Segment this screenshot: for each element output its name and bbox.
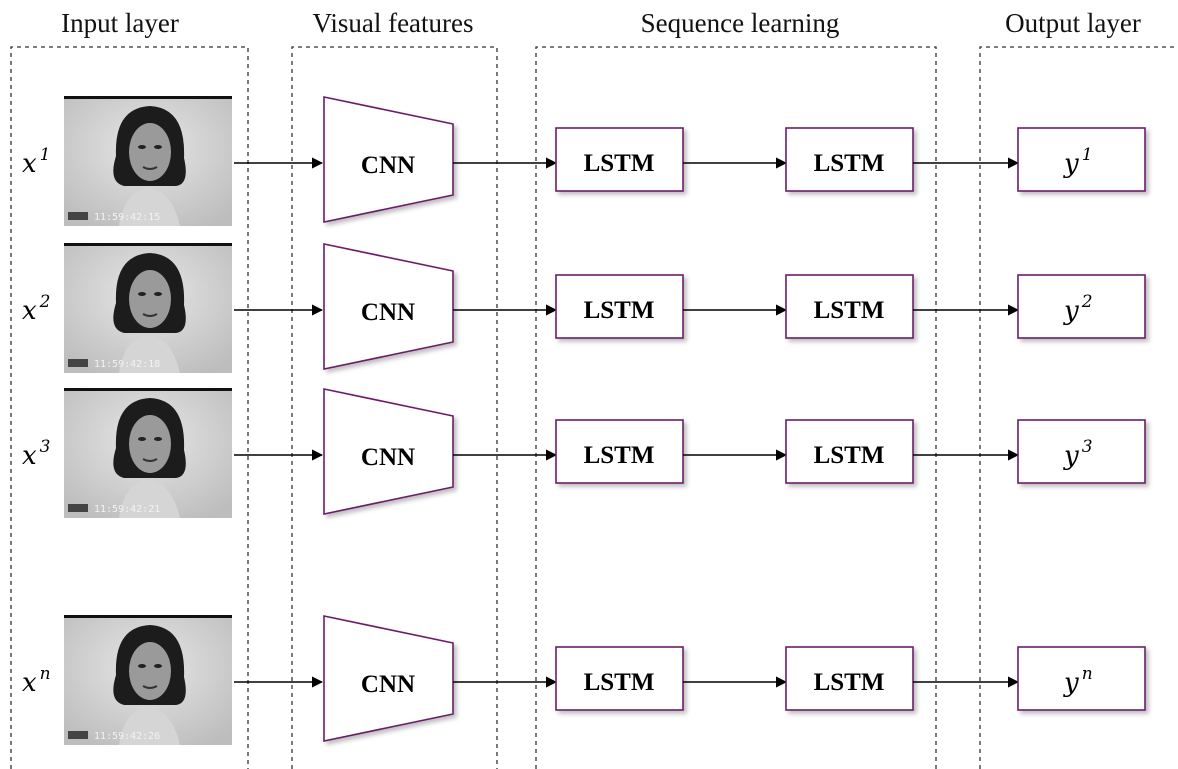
mouth — [142, 685, 158, 689]
lstm-block-2 — [785, 646, 914, 711]
frame-timestamp: 11:59:42:26 — [94, 731, 160, 742]
cnn-block — [323, 96, 454, 223]
cnn-block — [323, 243, 454, 370]
lstm-block-1 — [555, 127, 684, 192]
lstm-label-1: LSTM — [584, 442, 655, 469]
frame-top-bar — [64, 96, 232, 99]
neck-shoulders — [119, 480, 180, 518]
column-title-visual: Visual features — [312, 8, 474, 38]
cnn-label: CNN — [361, 444, 415, 471]
face — [129, 270, 171, 328]
frame-timestamp: 11:59:42:21 — [94, 504, 160, 515]
lstm-label-2: LSTM — [814, 442, 885, 469]
mouth — [142, 313, 158, 317]
lstm-label-2: LSTM — [814, 297, 885, 324]
cnn-label: CNN — [361, 152, 415, 179]
neck-shoulders — [119, 707, 180, 745]
column-title-sequence: Sequence learning — [640, 8, 840, 38]
output-block — [1017, 127, 1146, 192]
frame-top-bar — [64, 243, 232, 246]
right-eye — [154, 292, 162, 296]
face — [129, 123, 171, 181]
mouth — [142, 166, 158, 170]
lstm-block-1 — [555, 419, 684, 484]
face-frame-image: 11:59:42:21 — [64, 388, 232, 518]
neck-shoulders — [119, 188, 180, 226]
frame-top-bar — [64, 615, 232, 618]
lstm-block-2 — [785, 419, 914, 484]
right-eye — [154, 664, 162, 668]
left-eye — [138, 145, 146, 149]
frame-timestamp: 11:59:42:15 — [94, 212, 160, 223]
cnn-label: CNN — [361, 671, 415, 698]
lstm-label-1: LSTM — [584, 297, 655, 324]
output-block — [1017, 419, 1146, 484]
timestamp-marker — [68, 731, 88, 739]
cnn-block — [323, 388, 454, 515]
lstm-label-1: LSTM — [584, 669, 655, 696]
left-eye — [138, 292, 146, 296]
timestamp-marker — [68, 359, 88, 367]
lstm-block-2 — [785, 127, 914, 192]
column-title-output: Output layer — [1005, 8, 1141, 38]
column-title-input: Input layer — [61, 8, 179, 38]
visual-column-frame — [291, 46, 498, 769]
output-column-frame — [979, 46, 1178, 769]
input-column-frame — [10, 46, 249, 769]
lstm-label-2: LSTM — [814, 150, 885, 177]
face-frame-image: 11:59:42:18 — [64, 243, 232, 373]
cnn-block — [323, 615, 454, 742]
mouth — [142, 458, 158, 462]
lstm-label-2: LSTM — [814, 669, 885, 696]
face — [129, 642, 171, 700]
neck-shoulders — [119, 335, 180, 373]
face-frame-image: 11:59:42:26 — [64, 615, 232, 745]
left-eye — [138, 437, 146, 441]
lstm-block-2 — [785, 274, 914, 339]
lstm-block-1 — [555, 274, 684, 339]
lstm-label-1: LSTM — [584, 150, 655, 177]
face — [129, 415, 171, 473]
right-eye — [154, 437, 162, 441]
output-block — [1017, 274, 1146, 339]
output-block — [1017, 646, 1146, 711]
right-eye — [154, 145, 162, 149]
cnn-label: CNN — [361, 299, 415, 326]
column-dividers — [10, 46, 1178, 769]
timestamp-marker — [68, 504, 88, 512]
face-frame-image: 11:59:42:15 — [64, 96, 232, 226]
lstm-block-1 — [555, 646, 684, 711]
sequence-column-frame — [535, 46, 937, 769]
frame-top-bar — [64, 388, 232, 391]
left-eye — [138, 664, 146, 668]
timestamp-marker — [68, 212, 88, 220]
frame-timestamp: 11:59:42:18 — [94, 359, 160, 370]
